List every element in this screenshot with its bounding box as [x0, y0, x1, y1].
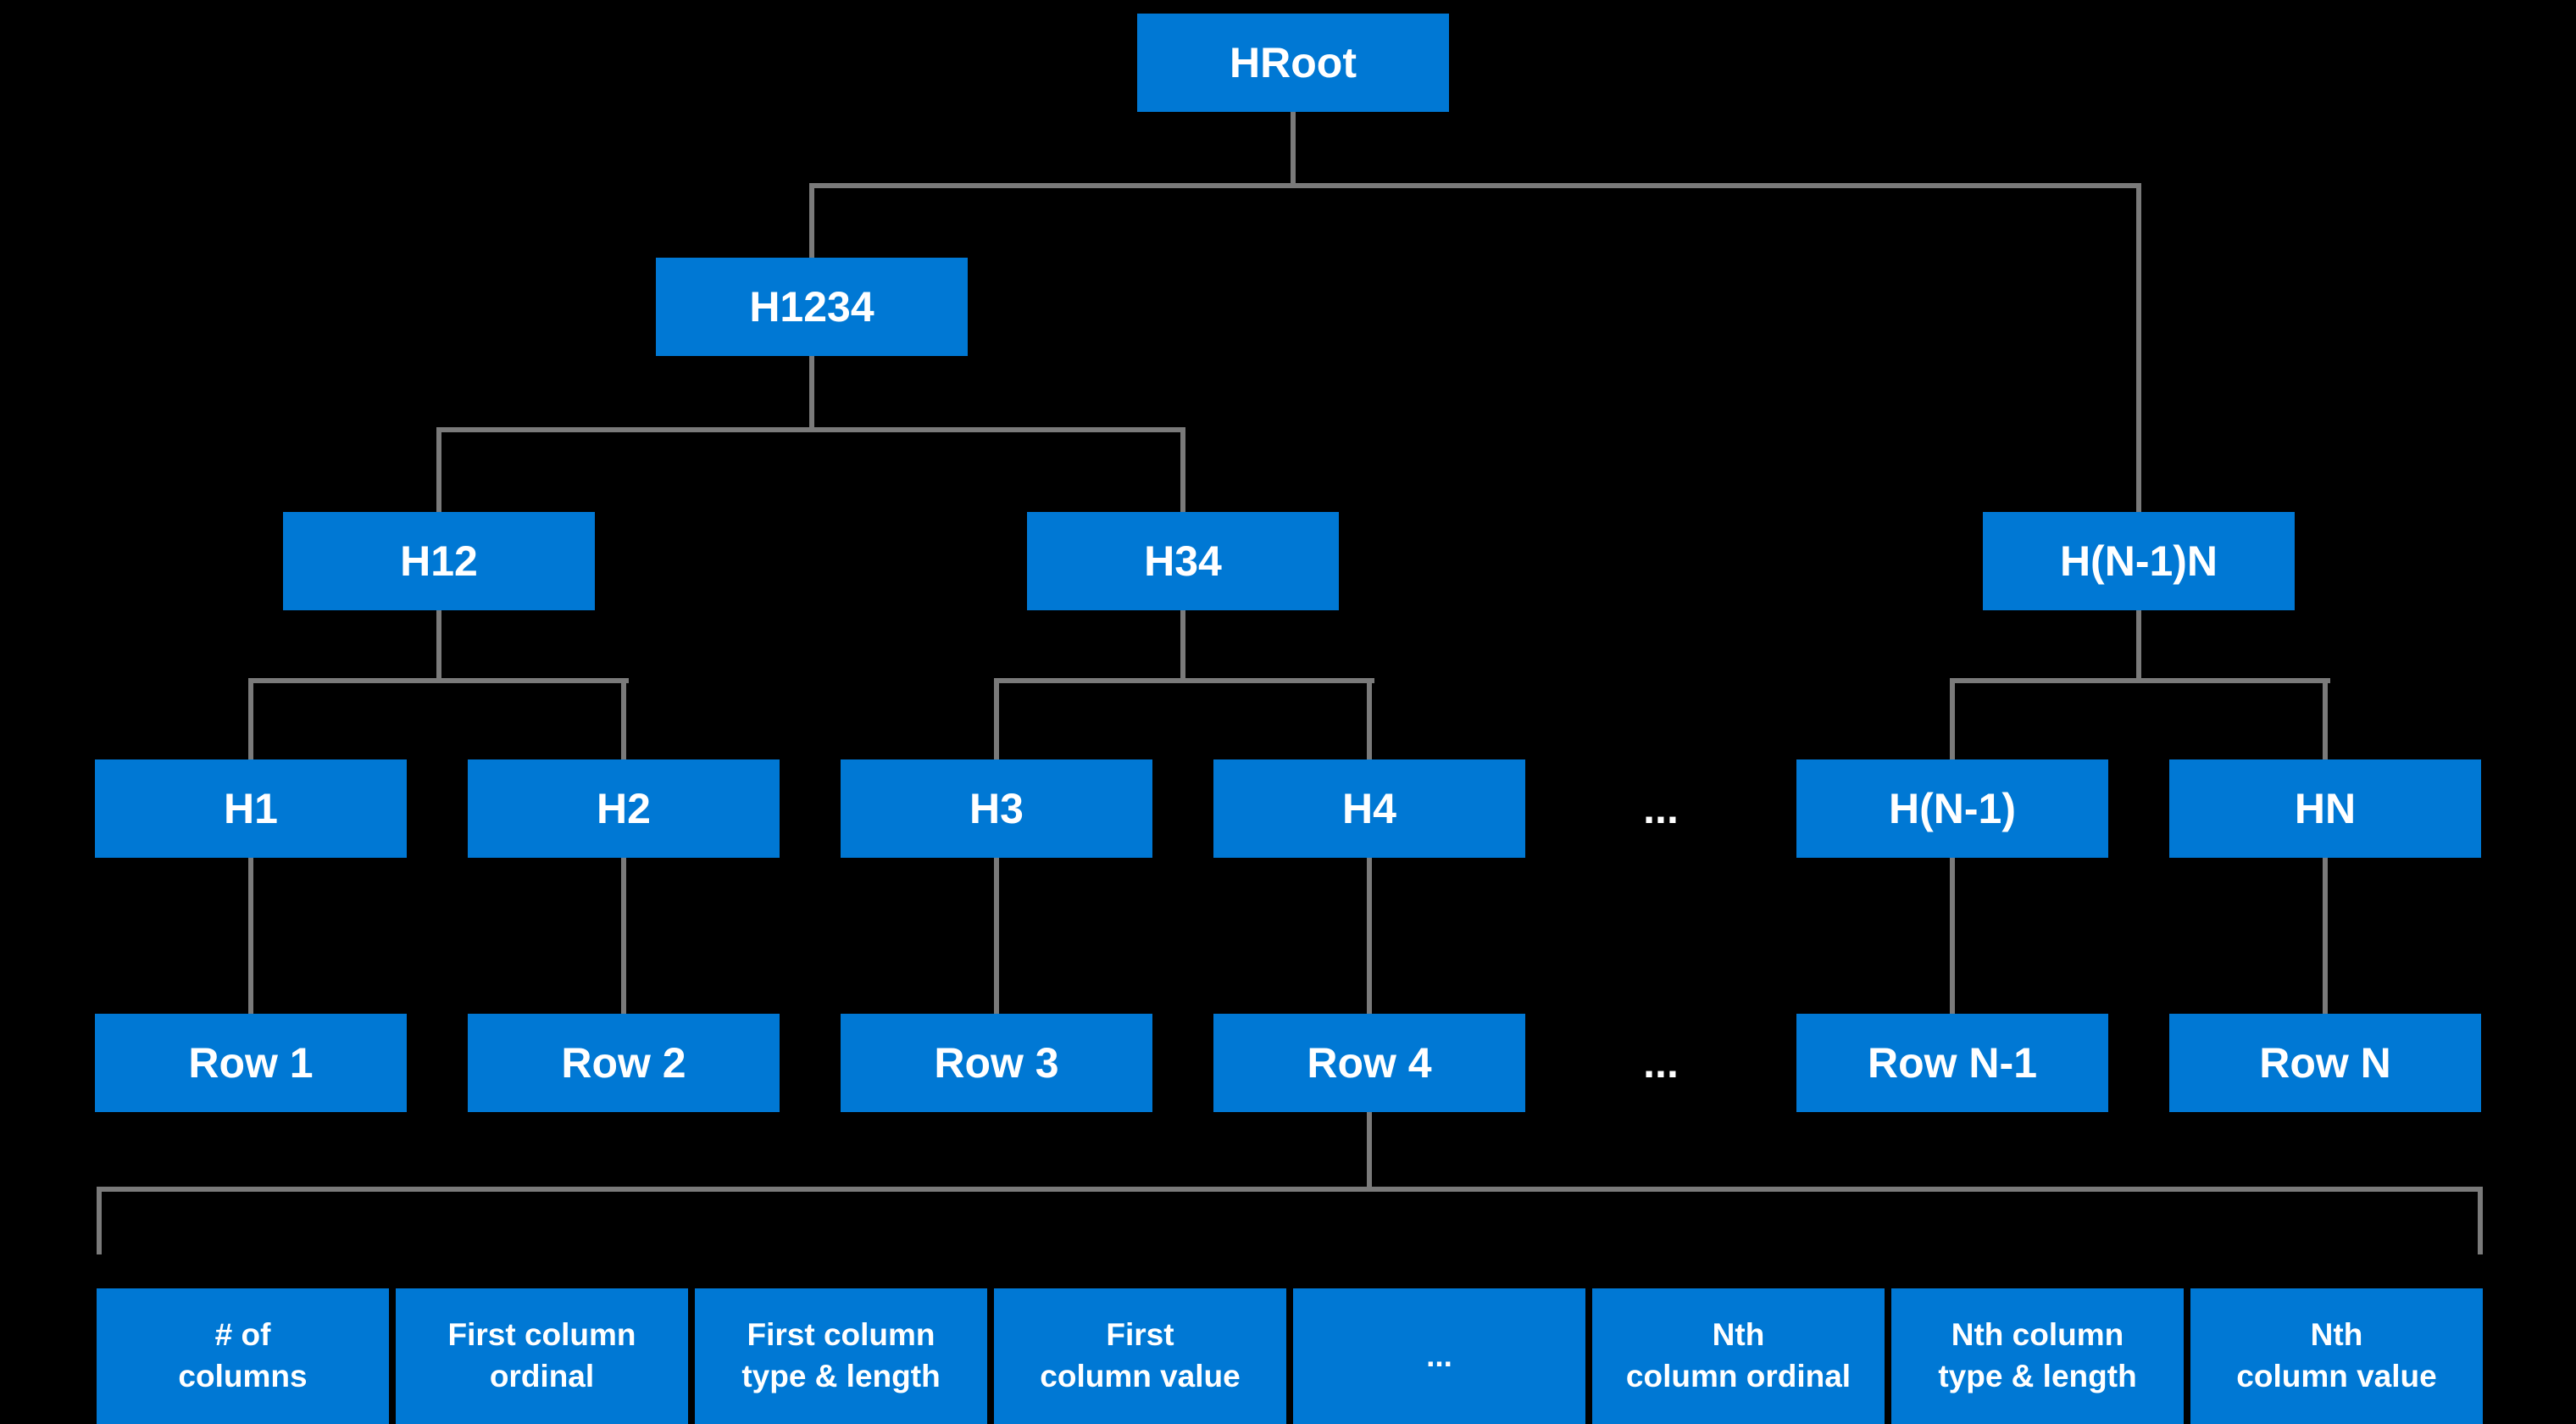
rowfield-line: columns	[178, 1359, 308, 1393]
node-h3: H3	[841, 759, 1152, 858]
node-h2: H2	[468, 759, 780, 858]
rowfield-line: First column	[747, 1317, 935, 1353]
rowfield-line: column value	[1040, 1359, 1241, 1393]
rowfield-nth-col-ordinal: Nth column ordinal	[1592, 1288, 1885, 1424]
connector-h3-row3	[994, 858, 999, 1014]
node-hn1n: H(N-1)N	[1983, 512, 2295, 610]
connector-hn-rown	[2323, 858, 2328, 1014]
connector-drop-h12	[436, 427, 441, 512]
node-h34: H34	[1027, 512, 1339, 610]
node-h4: H4	[1213, 759, 1525, 858]
node-row4: Row 4	[1213, 1014, 1525, 1112]
rowfield-line: column value	[2236, 1359, 2437, 1393]
rowfield-num-columns: # of columns	[97, 1288, 389, 1424]
rowfield-line: # of	[214, 1317, 271, 1353]
node-rown: Row N	[2169, 1014, 2481, 1112]
connector-drop-hn1n	[2136, 183, 2141, 512]
rowfield-line: ...	[1426, 1338, 1452, 1373]
node-rown1: Row N-1	[1796, 1014, 2108, 1112]
node-h1234: H1234	[656, 258, 968, 356]
connector-h2-row2	[621, 858, 626, 1014]
connector-root-stem	[1291, 110, 1296, 188]
rowfield-line: Nth column	[1951, 1317, 2124, 1353]
node-h1: H1	[95, 759, 407, 858]
connector-h4-row4	[1367, 858, 1372, 1014]
connector-drop-h34	[1180, 427, 1185, 512]
connector-drop-hash1	[248, 678, 253, 759]
connector-row4-stem	[1367, 1112, 1372, 1190]
connector-hn1n-horizontal	[1950, 678, 2330, 683]
rowfield-line: Nth	[1712, 1317, 1765, 1353]
connector-h12-horizontal	[248, 678, 629, 683]
rowfield-ellipsis: ...	[1293, 1288, 1585, 1424]
node-hn1: H(N-1)	[1796, 759, 2108, 858]
rowfield-first-col-value: First column value	[994, 1288, 1286, 1424]
ellipsis-hash-level: ...	[1643, 785, 1679, 832]
rowfield-line: ordinal	[489, 1359, 595, 1393]
rowfield-first-col-type-length: First column type & length	[695, 1288, 987, 1424]
rowfield-line: column ordinal	[1625, 1359, 1852, 1393]
rowfield-line: type & length	[741, 1359, 941, 1393]
connector-h1234-stem	[809, 354, 814, 432]
node-row3: Row 3	[841, 1014, 1152, 1112]
ellipsis-row-level: ...	[1643, 1039, 1679, 1087]
connector-hn1n-stem	[2136, 609, 2141, 683]
connector-hn1-rown1	[1950, 858, 1955, 1014]
connector-drop-hash3	[994, 678, 999, 759]
connector-h34-horizontal	[994, 678, 1374, 683]
connector-drop-h1234	[809, 183, 814, 258]
connector-root-horizontal	[809, 183, 2141, 188]
connector-drop-hash4	[1367, 678, 1372, 759]
node-hn: HN	[2169, 759, 2481, 858]
rowfield-nth-col-type-length: Nth column type & length	[1891, 1288, 2184, 1424]
connector-drop-hashn	[2323, 678, 2328, 759]
connector-h1-row1	[248, 858, 253, 1014]
connector-h1234-horizontal	[436, 427, 1185, 432]
connector-bracket-right-stub	[2478, 1187, 2483, 1254]
rowfield-line: Nth	[2310, 1317, 2363, 1353]
node-row1: Row 1	[95, 1014, 407, 1112]
connector-bracket-left-stub	[97, 1187, 102, 1254]
node-h12: H12	[283, 512, 595, 610]
rowfield-line: First	[1106, 1317, 1174, 1353]
node-hroot: HRoot	[1137, 14, 1449, 112]
connector-h12-stem	[436, 609, 441, 683]
rowfield-nth-col-value: Nth column value	[2190, 1288, 2483, 1424]
connector-drop-hashn1	[1950, 678, 1955, 759]
connector-row-detail-bracket	[97, 1187, 2483, 1192]
rowfield-line: First column	[447, 1317, 636, 1353]
rowfield-first-col-ordinal: First column ordinal	[396, 1288, 688, 1424]
node-row2: Row 2	[468, 1014, 780, 1112]
connector-h34-stem	[1180, 609, 1185, 683]
connector-drop-hash2	[621, 678, 626, 759]
rowfield-line: type & length	[1938, 1359, 2137, 1393]
